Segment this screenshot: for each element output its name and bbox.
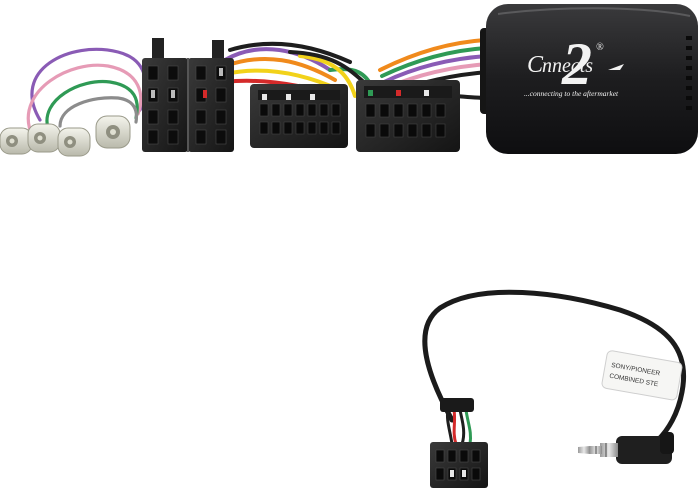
wire-loops	[26, 47, 148, 132]
bullet-connector	[27, 123, 61, 153]
bullet-connectors	[0, 115, 131, 157]
tagline: ...connecting to the aftermarket	[524, 89, 619, 98]
jack-plug	[578, 432, 674, 464]
iso-connector	[142, 38, 234, 152]
logo-arrow	[608, 64, 624, 70]
cable-boot	[440, 398, 474, 412]
bullet-connector	[57, 127, 91, 157]
bullet-connector	[95, 115, 131, 149]
brand-number: 2	[561, 31, 592, 97]
vehicle-connector-2	[356, 80, 460, 152]
multi-pin-plug	[430, 442, 488, 488]
brand-logo: C 2 nnects ® ...connecting to the afterm…	[524, 31, 624, 98]
vehicle-connector-1	[250, 84, 348, 148]
brand-prefix: C	[527, 52, 544, 78]
bullet-connector	[0, 127, 33, 155]
patch-cable	[422, 289, 687, 443]
brand-suffix: nnects	[542, 55, 593, 77]
patch-lead: SONY/PIONEER COMBINED STE	[422, 289, 687, 488]
steering-control-harness: C 2 nnects ® ...connecting to the afterm…	[0, 4, 698, 157]
interface-box: C 2 nnects ® ...connecting to the afterm…	[480, 4, 698, 154]
cable-label-sleeve: SONY/PIONEER COMBINED STE	[601, 350, 683, 401]
registered-mark: ®	[596, 42, 604, 53]
plug-wires	[446, 408, 472, 446]
